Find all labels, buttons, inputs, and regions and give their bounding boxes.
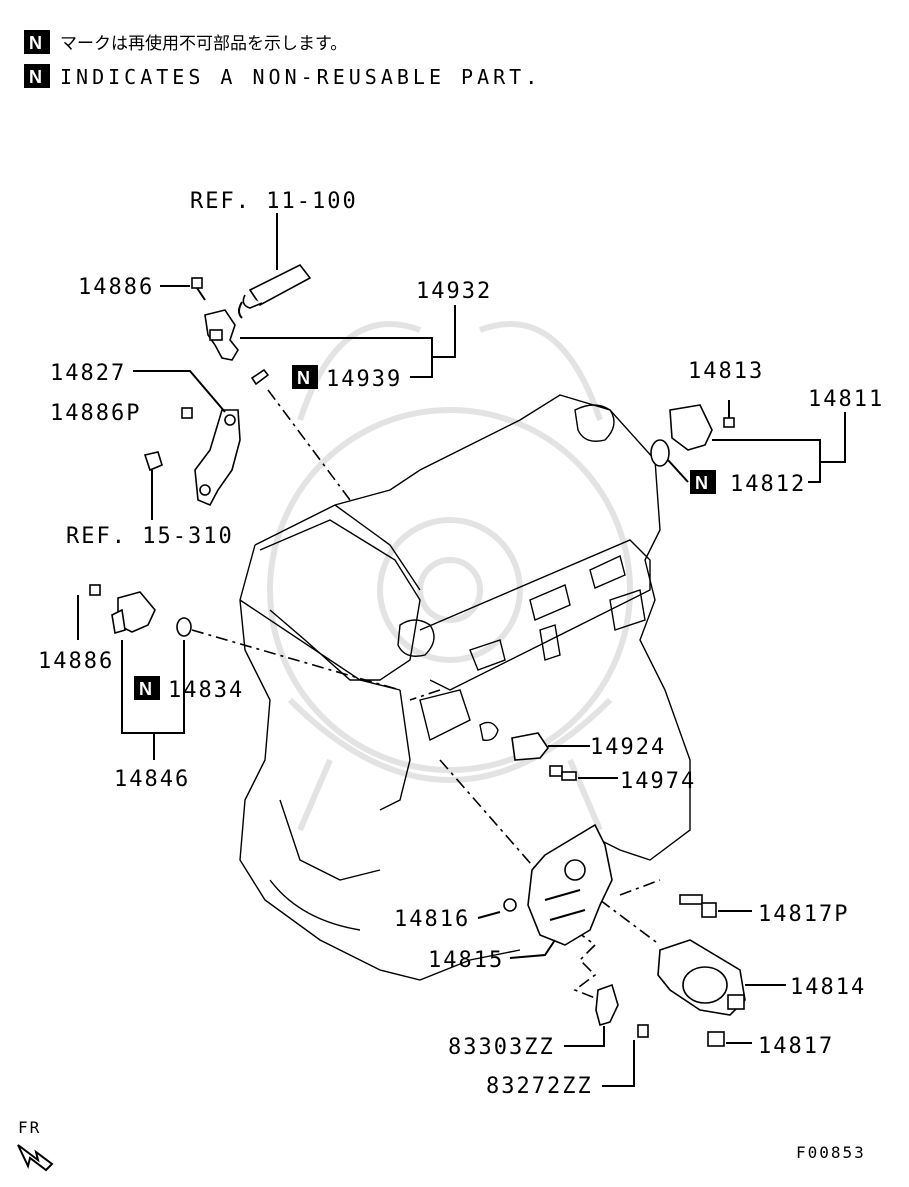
label-14886-top: 14886	[78, 275, 154, 300]
label-14816: 14816	[394, 907, 470, 932]
sensor-14846	[111, 591, 156, 635]
label-14817P: 14817P	[758, 902, 849, 927]
non-reusable-badge-14939	[292, 365, 318, 389]
plug-14816	[503, 898, 517, 912]
engine-block-outline	[239, 394, 691, 981]
bolt-14886-top	[191, 277, 206, 301]
label-14814: 14814	[790, 975, 866, 1000]
non-reusable-badge-14834	[134, 676, 160, 700]
header-english-text: INDICATES A NON-REUSABLE PART.	[60, 65, 541, 89]
label-14834: 14834	[168, 678, 244, 703]
label-14846: 14846	[114, 767, 190, 792]
oring-14812	[650, 439, 670, 467]
label-14886P: 14886P	[50, 401, 141, 426]
non-reusable-badge	[24, 30, 50, 54]
label-ref-11-100: REF. 11-100	[190, 189, 358, 214]
label-14811: 14811	[808, 387, 884, 412]
sensor-14932	[204, 309, 239, 361]
front-arrow-icon	[17, 1144, 54, 1172]
screw-83272ZZ	[637, 1024, 649, 1038]
bolt-14817	[707, 1031, 725, 1047]
dashed-leaders	[191, 389, 661, 1001]
header-line-2: N INDICATES A NON-REUSABLE PART.	[24, 64, 541, 89]
label-14939: 14939	[326, 367, 402, 392]
sealant-tube-ref-11-100	[238, 263, 312, 319]
label-ref-15-310: REF. 15-310	[66, 524, 234, 549]
label-83303ZZ: 83303ZZ	[448, 1035, 555, 1060]
knock-sensor-14924	[511, 732, 549, 761]
svg-text:N: N	[139, 679, 152, 699]
label-14812: 14812	[730, 472, 806, 497]
screw-14813	[723, 400, 735, 428]
label-83272ZZ: 83272ZZ	[486, 1074, 593, 1099]
label-14974: 14974	[620, 769, 696, 794]
bracket-14827	[194, 409, 241, 507]
non-reusable-badge	[24, 64, 50, 88]
stud-ref-15-310	[143, 451, 163, 472]
label-14932: 14932	[416, 279, 492, 304]
label-14886-left: 14886	[38, 649, 114, 674]
oring-14939	[250, 368, 270, 386]
label-14815: 14815	[428, 948, 504, 973]
label-14924: 14924	[590, 735, 666, 760]
sensor-14811	[669, 404, 713, 451]
svg-text:N: N	[695, 473, 708, 493]
idle-valve-14814	[657, 939, 746, 1016]
bolt-14974	[549, 765, 577, 781]
bolt-14817P	[679, 894, 717, 918]
oring-14834	[176, 617, 192, 637]
throttle-body-14815	[527, 823, 613, 946]
label-14813: 14813	[688, 359, 764, 384]
label-14827: 14827	[50, 361, 126, 386]
front-direction-label: FR	[18, 1118, 41, 1137]
figure-code: F00853	[796, 1143, 866, 1162]
clip-83303ZZ	[595, 983, 619, 1027]
svg-text:N: N	[297, 368, 310, 388]
svg-text:N: N	[29, 67, 42, 87]
svg-text:N: N	[29, 33, 42, 53]
label-14817: 14817	[758, 1034, 834, 1059]
bolt-14886-left	[89, 584, 101, 596]
bolt-14886P	[181, 407, 193, 419]
header-japanese-text: マークは再使用不可部品を示します。	[60, 33, 347, 54]
non-reusable-badge-14812	[690, 470, 716, 494]
header-line-1: N マークは再使用不可部品を示します。	[24, 30, 347, 54]
